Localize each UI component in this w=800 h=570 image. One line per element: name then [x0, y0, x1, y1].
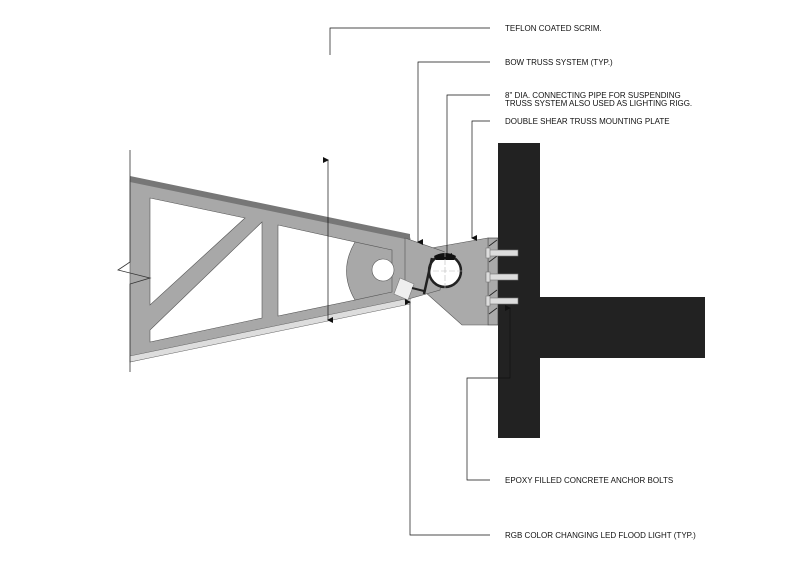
label-pipe-line1: 8" DIA. CONNECTING PIPE FOR SUSPENDING: [505, 91, 681, 100]
anchor-bolts: [485, 247, 519, 307]
label-flood-light: RGB COLOR CHANGING LED FLOOD LIGHT (TYP.…: [505, 531, 696, 540]
label-teflon-scrim: TEFLON COATED SCRIM.: [505, 24, 602, 33]
label-bow-truss: BOW TRUSS SYSTEM (TYP.): [505, 58, 613, 67]
label-anchor-bolts: EPOXY FILLED CONCRETE ANCHOR BOLTS: [505, 476, 674, 485]
label-mounting-plate: DOUBLE SHEAR TRUSS MOUNTING PLATE: [505, 117, 670, 126]
concrete-wall: [498, 143, 705, 438]
bow-truss: [117, 150, 446, 372]
leader-lines: [323, 27, 511, 536]
label-pipe-line2: TRUSS SYSTEM ALSO USED AS LIGHTING RIGG.: [505, 99, 693, 108]
